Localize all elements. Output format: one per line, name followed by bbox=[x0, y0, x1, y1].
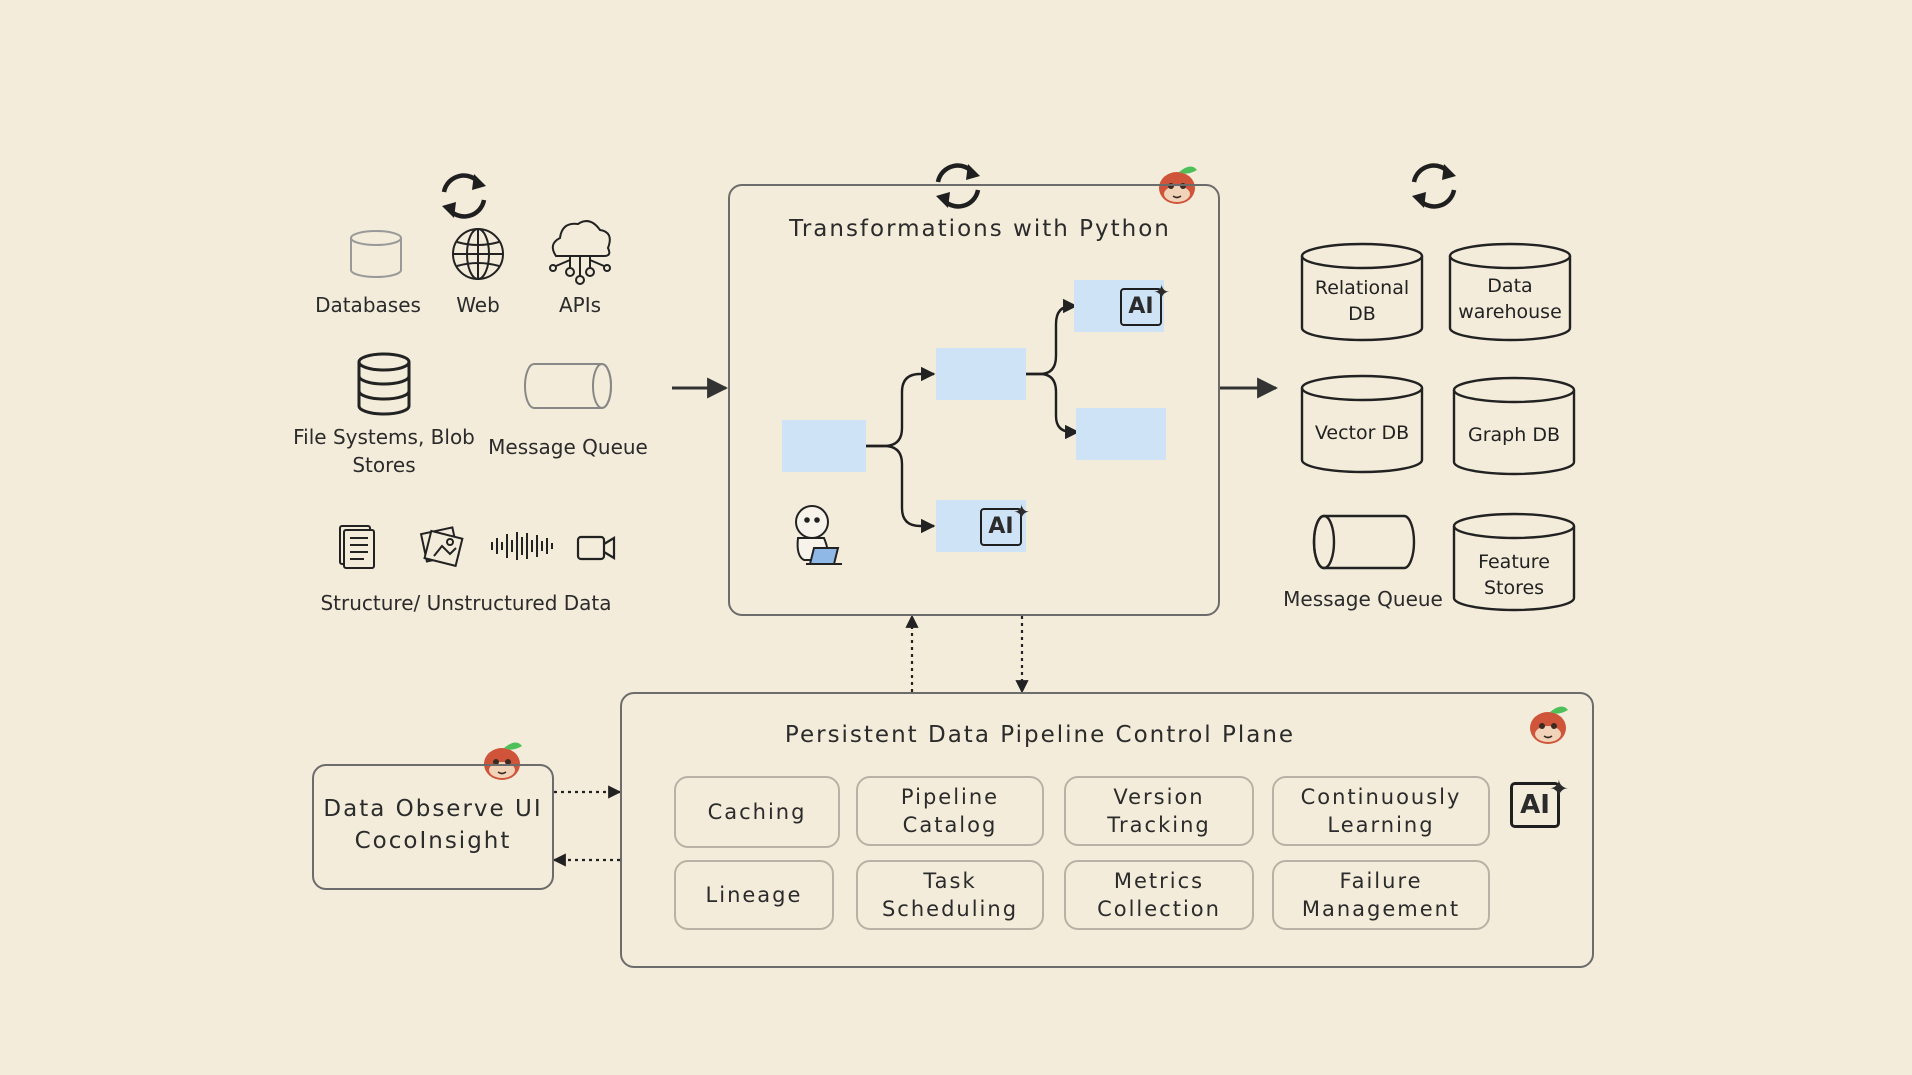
label-vector-db: Vector DB bbox=[1314, 421, 1410, 444]
observe-line-2: CocoInsight bbox=[354, 828, 512, 854]
feature-caching: Caching bbox=[674, 776, 840, 848]
audio-waveform-icon bbox=[491, 532, 553, 560]
globe-icon bbox=[452, 228, 504, 280]
transform-node-middle bbox=[936, 348, 1026, 400]
refresh-icon bbox=[442, 174, 486, 218]
label-target-message-queue: Message Queue bbox=[1283, 587, 1443, 611]
feature-continuously-learning: Continuously Learning bbox=[1272, 776, 1490, 846]
label-web: Web bbox=[456, 293, 500, 317]
ai-sparkle-icon: AI ✦ bbox=[1120, 280, 1170, 326]
label-source-message-queue: Message Queue bbox=[488, 435, 648, 459]
data-observe-ui-box bbox=[312, 764, 554, 890]
control-plane-title: Persistent Data Pipeline Control Plane bbox=[784, 722, 1296, 748]
label-apis: APIs bbox=[558, 293, 602, 317]
ai-sparkle-icon: AI ✦ bbox=[980, 500, 1030, 546]
label-graph-db: Graph DB bbox=[1468, 423, 1560, 446]
transform-node-source bbox=[782, 420, 866, 472]
video-camera-icon bbox=[576, 535, 616, 561]
target-message-queue-icon bbox=[1312, 514, 1416, 570]
transformations-box bbox=[728, 184, 1220, 616]
stacked-database-icon bbox=[357, 352, 411, 416]
ai-badge-text: AI bbox=[1128, 294, 1154, 319]
ai-badge-text: AI bbox=[1520, 790, 1550, 820]
message-queue-icon bbox=[524, 363, 612, 409]
control-plane-box bbox=[620, 692, 1594, 968]
developer-laptop-icon bbox=[795, 505, 842, 565]
label-feature-stores: Feature Stores bbox=[1478, 550, 1550, 599]
transformations-title: Transformations with Python bbox=[789, 216, 1171, 242]
database-icon bbox=[350, 230, 402, 278]
document-icon bbox=[339, 525, 375, 569]
cloud-api-icon bbox=[549, 220, 611, 285]
refresh-icon bbox=[1412, 164, 1456, 208]
label-file-systems: File Systems, Blob Stores bbox=[293, 425, 475, 477]
sparkle-icon: ✦ bbox=[1013, 500, 1030, 524]
images-icon bbox=[419, 526, 464, 568]
ai-badge-text: AI bbox=[988, 514, 1014, 539]
feature-version-tracking: Version Tracking bbox=[1064, 776, 1254, 846]
ai-sparkle-icon: AI ✦ bbox=[1510, 775, 1569, 828]
sparkle-icon: ✦ bbox=[1548, 775, 1569, 803]
feature-lineage: Lineage bbox=[674, 860, 834, 930]
label-data-warehouse: Data warehouse bbox=[1458, 274, 1562, 323]
observe-line-1: Data Observe UI bbox=[323, 796, 543, 822]
transform-node-right bbox=[1076, 408, 1166, 460]
label-relational-db: Relational DB bbox=[1314, 276, 1410, 325]
feature-pipeline-catalog: Pipeline Catalog bbox=[856, 776, 1044, 846]
transform-flow bbox=[866, 298, 1080, 534]
feature-failure-management: Failure Management bbox=[1272, 860, 1490, 930]
label-structured-data: Structure/ Unstructured Data bbox=[320, 591, 612, 615]
sparkle-icon: ✦ bbox=[1153, 280, 1170, 304]
label-databases: Databases bbox=[315, 293, 421, 317]
feature-task-scheduling: Task Scheduling bbox=[856, 860, 1044, 930]
feature-metrics-collection: Metrics Collection bbox=[1064, 860, 1254, 930]
